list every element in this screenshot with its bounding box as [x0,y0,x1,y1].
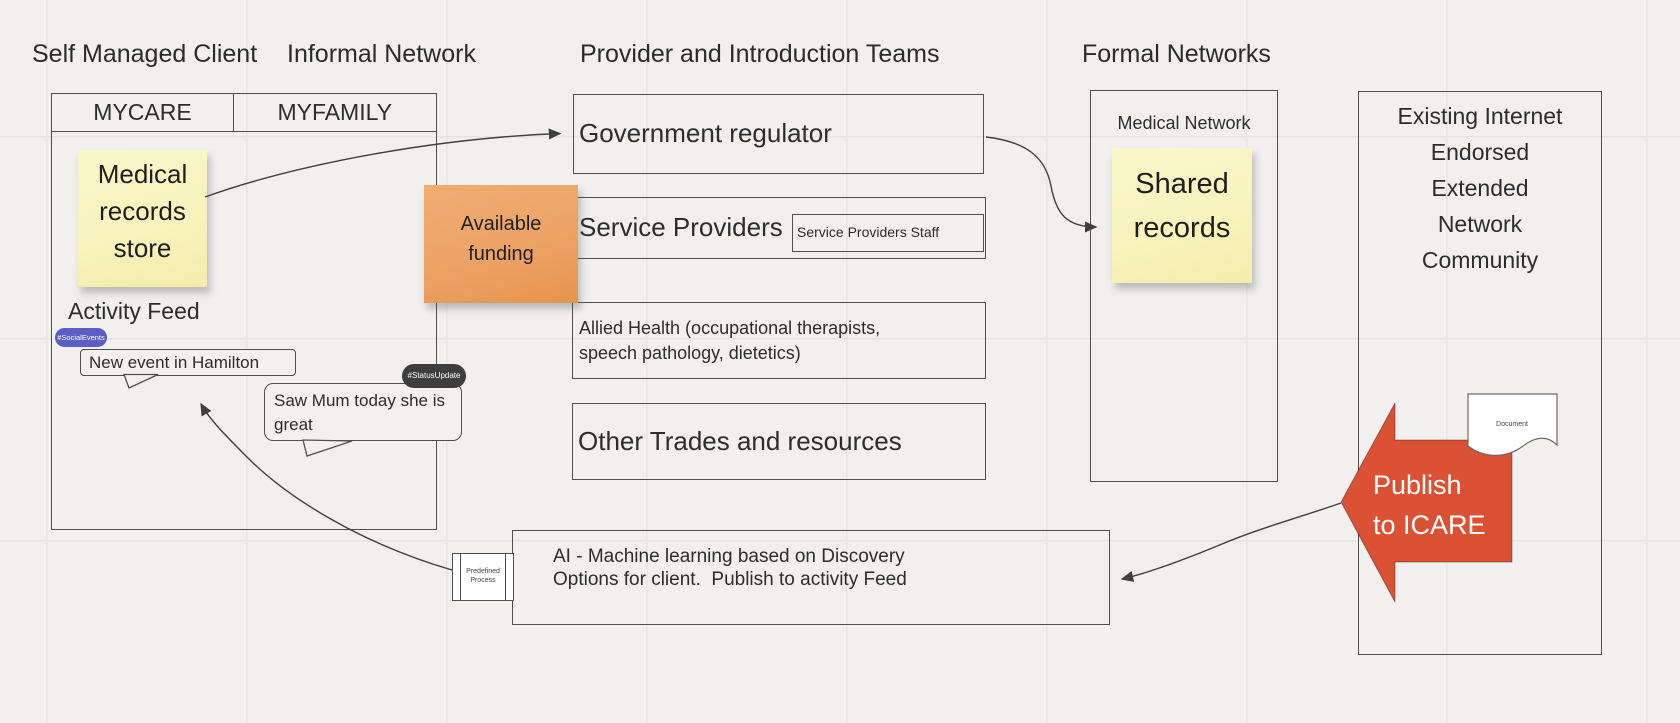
medical-records-line1: Medical [97,159,188,189]
predefined-process-right-bar [504,554,506,600]
social-events-tag[interactable]: #SocialEvents [55,328,107,347]
predefined-process-shape[interactable]: Predefined Process [452,553,514,601]
medical-network-box[interactable]: Medical Network [1090,90,1278,482]
heading-informal-network[interactable]: Informal Network [287,40,476,68]
status-update-tag[interactable]: #StatusUpdate [402,364,466,388]
internet-box-line3: Extended [1431,175,1529,201]
internet-box-line4: Network [1437,211,1523,237]
medical-records-line3: store [113,233,172,263]
funding-line2: funding [468,243,534,265]
funding-line1: Available [460,213,542,235]
predefined-line2: Process [470,577,496,584]
connector-regulator-to-shared-records[interactable] [985,136,1098,233]
publish-line2: to ICARE [1373,510,1486,540]
client-panel-header[interactable]: MYCARE MYFAMILY [51,93,437,132]
predefined-line1: Predefined [466,568,500,575]
mum-bubble-line2: great [274,415,313,434]
predefined-process-label: Predefined Process [453,567,513,585]
publish-line1: Publish [1373,470,1462,500]
publish-icare-arrow[interactable]: Publish to ICARE [1341,403,1513,602]
internet-community-box[interactable]: Existing Internet Endorsed Extended Netw… [1358,91,1602,655]
internet-box-line2: Endorsed [1430,139,1530,165]
heading-self-managed-client[interactable]: Self Managed Client [32,40,258,68]
allied-health-box[interactable]: Allied Health (occupational therapists, … [572,302,986,379]
medical-records-sticky[interactable]: Medical records store [78,150,207,287]
allied-health-line2: speech pathology, dietetics) [579,343,801,363]
ai-box[interactable]: AI - Machine learning based on Discovery… [512,530,1110,625]
internet-box-line1: Existing Internet [1397,103,1563,129]
document-icon [1467,393,1558,456]
medical-records-line2: records [99,196,186,226]
activity-feed-label[interactable]: Activity Feed [68,298,200,324]
service-providers-staff-box[interactable]: Service Providers Staff [792,214,984,252]
myfamily-cell[interactable]: MYFAMILY [232,93,437,132]
document-label: Document [1496,421,1528,428]
other-trades-box[interactable]: Other Trades and resources [572,403,986,480]
allied-health-line1: Allied Health (occupational therapists, [579,318,881,338]
event-bubble[interactable]: New event in Hamilton [80,349,296,376]
mum-bubble[interactable]: Saw Mum today she is great [264,383,462,441]
shared-records-sticky[interactable]: Shared records [1112,148,1252,283]
predefined-process-left-bar [460,554,462,600]
ai-box-line1: AI - Machine learning based on Discovery [553,546,905,567]
shared-records-line2: records [1133,212,1231,244]
publish-icare-label: Publish to ICARE [1373,465,1486,545]
ai-box-line2: Options for client. Publish to activity … [553,569,907,590]
block-arrow-left-icon [1341,403,1513,602]
internet-box-line5: Community [1421,247,1539,273]
connector-publish-to-ai-box[interactable] [1120,502,1342,582]
government-regulator-box[interactable]: Government regulator [573,94,984,174]
heading-formal-networks[interactable]: Formal Networks [1082,40,1271,68]
mycare-cell[interactable]: MYCARE [51,93,234,132]
document-shape[interactable]: Document [1467,393,1558,463]
mum-bubble-line1: Saw Mum today she is [274,391,446,410]
shared-records-line1: Shared [1135,168,1229,200]
available-funding-sticky[interactable]: Available funding [424,185,578,303]
heading-provider-teams[interactable]: Provider and Introduction Teams [580,40,940,68]
service-providers-box[interactable]: Service Providers [573,197,986,259]
